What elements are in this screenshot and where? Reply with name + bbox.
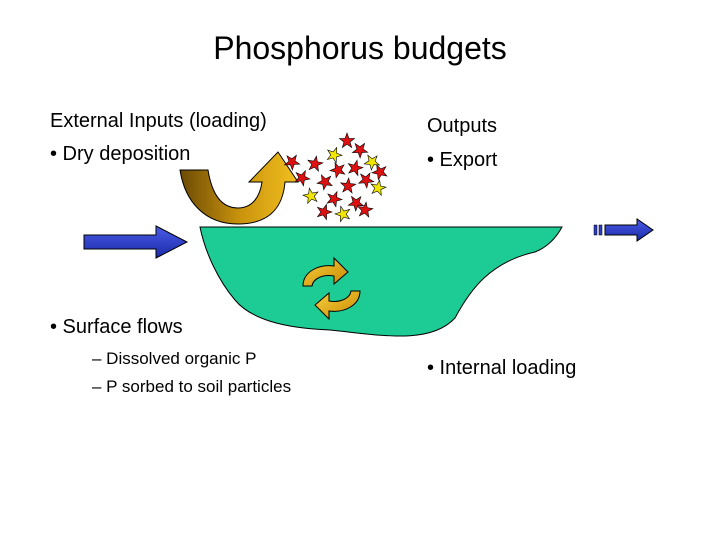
particle-8 <box>316 174 333 191</box>
export-bullet: • Export <box>427 149 498 171</box>
particle-15 <box>316 203 333 221</box>
inflow-arrow <box>83 225 189 259</box>
particle-11 <box>370 179 387 197</box>
particle-7 <box>294 169 311 187</box>
particle-19 <box>371 163 388 181</box>
internal-loading-bullet: • Internal loading <box>427 357 577 379</box>
particle-10 <box>357 172 375 189</box>
particle-17 <box>356 201 374 218</box>
particle-1 <box>326 146 343 164</box>
sorbed-p-subbullet: – P sorbed to soil particles <box>92 377 292 396</box>
slide-title: Phosphorus budgets <box>213 30 507 66</box>
export-arrow <box>593 218 654 242</box>
particle-18 <box>283 154 301 171</box>
particle-14 <box>347 195 365 212</box>
dry-deposition-arrow <box>179 151 299 225</box>
particle-13 <box>326 190 343 208</box>
lake-shape <box>199 226 563 337</box>
deposition-particles <box>283 132 388 223</box>
particle-9 <box>339 177 357 194</box>
particle-0 <box>338 132 356 149</box>
external-inputs-heading: External Inputs (loading) <box>50 110 267 132</box>
particle-3 <box>307 155 324 173</box>
cycle-arrow-bottom <box>314 290 361 321</box>
particle-6 <box>363 154 381 171</box>
particle-5 <box>347 159 364 177</box>
particle-16 <box>334 205 351 223</box>
cycle-arrow-top <box>302 256 349 287</box>
particle-12 <box>302 187 319 205</box>
dissolved-organic-p-subbullet: – Dissolved organic P <box>92 349 257 368</box>
outputs-heading: Outputs <box>427 115 498 137</box>
internal-cycle-arrows <box>302 256 361 321</box>
surface-flows-bullet: • Surface flows <box>50 316 183 338</box>
particle-2 <box>351 142 369 159</box>
dry-deposition-bullet: • Dry deposition <box>50 143 191 165</box>
particle-4 <box>329 161 346 179</box>
